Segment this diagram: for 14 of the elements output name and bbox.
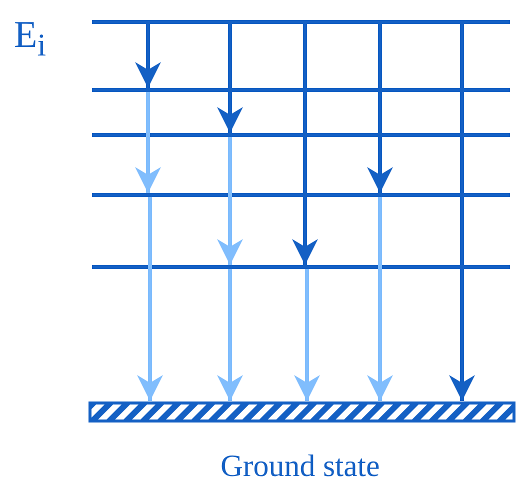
arrow <box>217 137 243 265</box>
ground-state-band <box>88 402 516 422</box>
arrow <box>217 269 243 401</box>
arrow <box>449 24 475 401</box>
arrow <box>135 24 161 88</box>
arrow <box>294 269 320 401</box>
arrow <box>135 92 161 193</box>
energy-level-label: E$_{i}$ <box>14 16 46 62</box>
arrow <box>367 197 393 401</box>
arrow <box>292 24 318 265</box>
arrow <box>367 24 393 193</box>
arrow <box>137 197 163 401</box>
ground-state-label: Ground state <box>220 450 380 481</box>
arrow <box>217 24 243 133</box>
